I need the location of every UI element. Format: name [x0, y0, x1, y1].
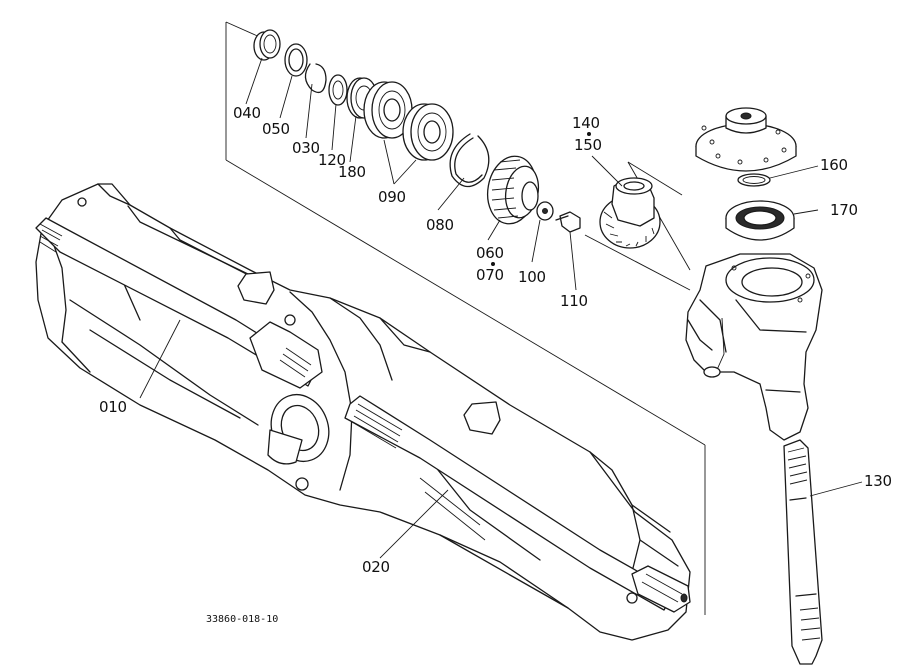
pinion-gear	[599, 177, 661, 249]
label-130: 130	[864, 472, 892, 490]
bearing-boss	[267, 393, 330, 465]
label-110: 110	[560, 292, 588, 310]
bevel-gear	[486, 155, 581, 233]
label-150: 150	[574, 136, 602, 154]
label-120: 120	[318, 151, 346, 169]
label-180: 180	[338, 163, 366, 181]
hub-flange	[695, 107, 797, 187]
label-160: 160	[820, 156, 848, 174]
knuckle-case	[685, 253, 823, 441]
label-170: 170	[830, 201, 858, 219]
label-020: 020	[362, 558, 390, 576]
label-030: 030	[292, 139, 320, 157]
label-100: 100	[518, 268, 546, 286]
label-separator-dot	[587, 132, 591, 136]
label-090: 090	[378, 188, 406, 206]
drawing-number: 33860-018-10	[206, 614, 279, 625]
shaft-020	[344, 395, 691, 613]
shaft-010	[35, 217, 323, 389]
bearing-170	[725, 200, 795, 241]
label-010: 010	[99, 398, 127, 416]
label-140: 140	[572, 114, 600, 132]
leader-lines	[139, 57, 863, 559]
label-060: 060	[476, 244, 504, 262]
label-050: 050	[262, 120, 290, 138]
shaft-130	[783, 439, 823, 665]
label-separator-dot	[491, 262, 495, 266]
label-080: 080	[426, 216, 454, 234]
label-070: 070	[476, 266, 504, 284]
label-040: 040	[233, 104, 261, 122]
bearing-row	[253, 29, 490, 188]
